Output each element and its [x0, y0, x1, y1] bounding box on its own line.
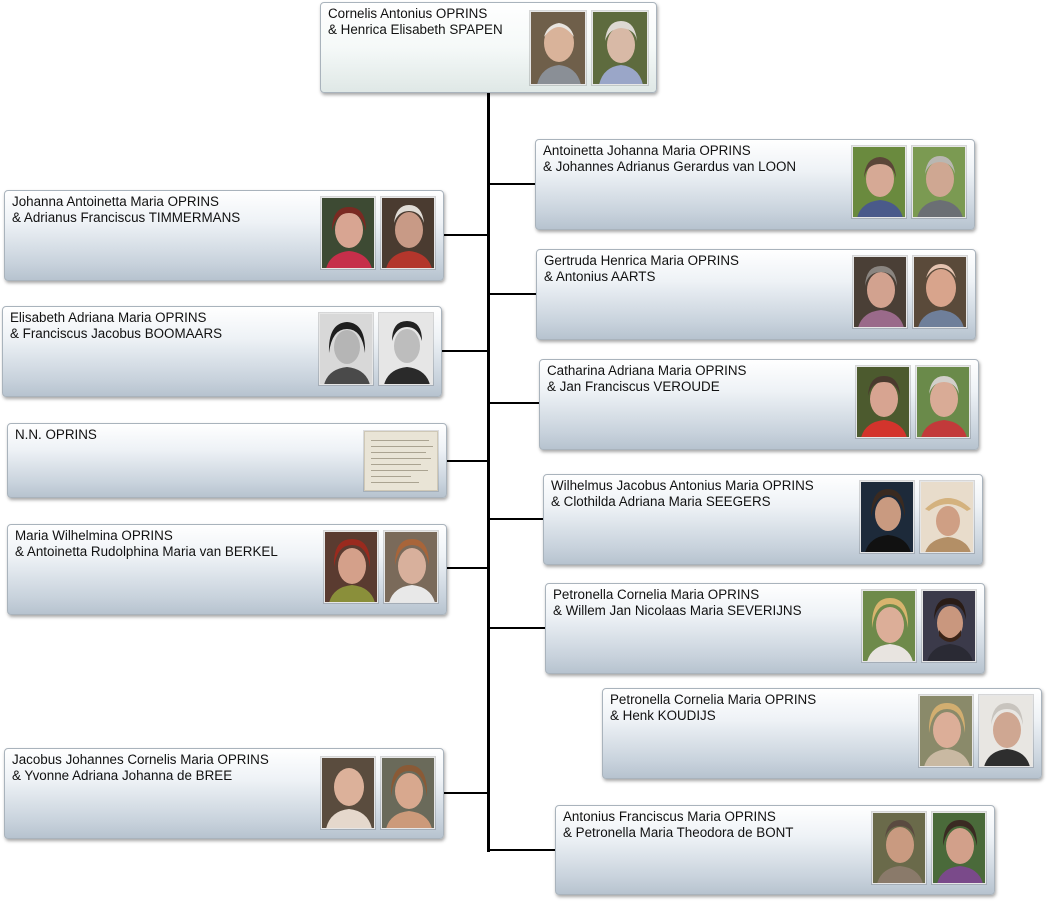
person-name: Elisabeth Adriana Maria OPRINS: [10, 310, 207, 325]
root-couple-card[interactable]: Cornelis Antonius OPRINS & Henrica Elisa…: [320, 2, 657, 93]
person-photo: [856, 366, 910, 438]
couple-names: Catharina Adriana Maria OPRINS & Jan Fra…: [547, 363, 746, 395]
child-card[interactable]: Antonius Franciscus Maria OPRINS & Petro…: [555, 805, 995, 895]
person-photo: [324, 531, 378, 603]
spouse-name: & Henrica Elisabeth SPAPEN: [328, 22, 503, 37]
couple-names: Jacobus Johannes Cornelis Maria OPRINS &…: [12, 752, 269, 784]
connector-nn: [447, 460, 489, 462]
spouse-photo: [384, 531, 438, 603]
person-name: Petronella Cornelia Maria OPRINS: [610, 692, 817, 707]
child-card[interactable]: N.N. OPRINS: [7, 423, 447, 498]
person-photo: [321, 197, 375, 269]
couple-names: Cornelis Antonius OPRINS & Henrica Elisa…: [328, 6, 503, 38]
spouse-photo: [916, 366, 970, 438]
spouse-photo: [979, 695, 1033, 767]
spouse-name: & Willem Jan Nicolaas Maria SEVERIJNS: [553, 603, 802, 618]
connector-maria: [447, 567, 489, 569]
child-card[interactable]: Elisabeth Adriana Maria OPRINS & Francis…: [2, 306, 442, 397]
spouse-photo: [932, 812, 986, 884]
document-scan: [364, 431, 438, 491]
person-name: Jacobus Johannes Cornelis Maria OPRINS: [12, 752, 269, 767]
couple-names: Johanna Antoinetta Maria OPRINS & Adrian…: [12, 194, 240, 226]
child-card[interactable]: Petronella Cornelia Maria OPRINS & Wille…: [545, 583, 985, 674]
child-card[interactable]: Wilhelmus Jacobus Antonius Maria OPRINS …: [543, 474, 983, 565]
person-photo: [853, 256, 907, 328]
connector-petronella-severijns: [489, 627, 545, 629]
spouse-name: & Petronella Maria Theodora de BONT: [563, 825, 794, 840]
spouse-name: & Adrianus Franciscus TIMMERMANS: [12, 210, 241, 225]
couple-names: N.N. OPRINS: [15, 427, 97, 443]
couple-names: Antoinetta Johanna Maria OPRINS & Johann…: [543, 143, 796, 175]
spouse-photo: [920, 481, 974, 553]
connector-catharina: [489, 402, 539, 404]
spouse-photo: [922, 590, 976, 662]
child-card[interactable]: Maria Wilhelmina OPRINS & Antoinetta Rud…: [7, 524, 447, 615]
spouse-name: & Jan Franciscus VEROUDE: [547, 379, 720, 394]
child-card[interactable]: Antoinetta Johanna Maria OPRINS & Johann…: [535, 139, 975, 230]
couple-names: Wilhelmus Jacobus Antonius Maria OPRINS …: [551, 478, 814, 510]
spouse-name: & Yvonne Adriana Johanna de BREE: [12, 768, 233, 783]
connector-jacobus: [444, 792, 489, 794]
spouse-photo: [912, 146, 966, 218]
person-name: Wilhelmus Jacobus Antonius Maria OPRINS: [551, 478, 814, 493]
spouse-name: & Antoinetta Rudolphina Maria van BERKEL: [15, 544, 278, 559]
child-card[interactable]: Jacobus Johannes Cornelis Maria OPRINS &…: [4, 748, 444, 839]
spouse-photo: [913, 256, 967, 328]
person-photo: [319, 313, 373, 385]
couple-names: Elisabeth Adriana Maria OPRINS & Francis…: [10, 310, 222, 342]
couple-names: Maria Wilhelmina OPRINS & Antoinetta Rud…: [15, 528, 278, 560]
child-card[interactable]: Johanna Antoinetta Maria OPRINS & Adrian…: [4, 190, 444, 281]
person-name: Cornelis Antonius OPRINS: [328, 6, 488, 21]
spouse-photo: [381, 757, 435, 829]
child-card[interactable]: Catharina Adriana Maria OPRINS & Jan Fra…: [539, 359, 979, 450]
person-name: Petronella Cornelia Maria OPRINS: [553, 587, 760, 602]
person-photo: [862, 590, 916, 662]
spouse-name: & Clothilda Adriana Maria SEEGERS: [551, 494, 771, 509]
person-name: Catharina Adriana Maria OPRINS: [547, 363, 747, 378]
connector-wilhelmus: [489, 518, 544, 520]
spouse-photo: [592, 11, 648, 85]
child-card[interactable]: Gertruda Henrica Maria OPRINS & Antonius…: [536, 249, 976, 340]
person-name: Johanna Antoinetta Maria OPRINS: [12, 194, 219, 209]
spouse-photo: [379, 313, 433, 385]
spouse-name: & Antonius AARTS: [544, 269, 656, 284]
person-photo: [919, 695, 973, 767]
connector-antoinetta: [489, 183, 535, 185]
couple-names: Antonius Franciscus Maria OPRINS & Petro…: [563, 809, 794, 841]
connector-johanna: [444, 234, 489, 236]
person-photo: [530, 11, 586, 85]
person-name: Gertruda Henrica Maria OPRINS: [544, 253, 739, 268]
person-name: N.N. OPRINS: [15, 427, 97, 442]
connector-antonius: [489, 849, 555, 851]
person-photo: [321, 757, 375, 829]
person-name: Maria Wilhelmina OPRINS: [15, 528, 173, 543]
spouse-name: & Franciscus Jacobus BOOMAARS: [10, 326, 223, 341]
child-card[interactable]: Petronella Cornelia Maria OPRINS & Henk …: [602, 688, 1042, 779]
spouse-name: & Henk KOUDIJS: [610, 708, 716, 723]
trunk-line: [487, 92, 490, 852]
person-photo: [860, 481, 914, 553]
person-name: Antonius Franciscus Maria OPRINS: [563, 809, 776, 824]
couple-names: Petronella Cornelia Maria OPRINS & Henk …: [610, 692, 816, 724]
couple-names: Petronella Cornelia Maria OPRINS & Wille…: [553, 587, 802, 619]
person-name: Antoinetta Johanna Maria OPRINS: [543, 143, 751, 158]
person-photo: [872, 812, 926, 884]
person-photo: [852, 146, 906, 218]
couple-names: Gertruda Henrica Maria OPRINS & Antonius…: [544, 253, 739, 285]
connector-elisabeth: [442, 350, 489, 352]
connector-gertruda: [489, 293, 536, 295]
spouse-name: & Johannes Adrianus Gerardus van LOON: [543, 159, 797, 174]
spouse-photo: [381, 197, 435, 269]
